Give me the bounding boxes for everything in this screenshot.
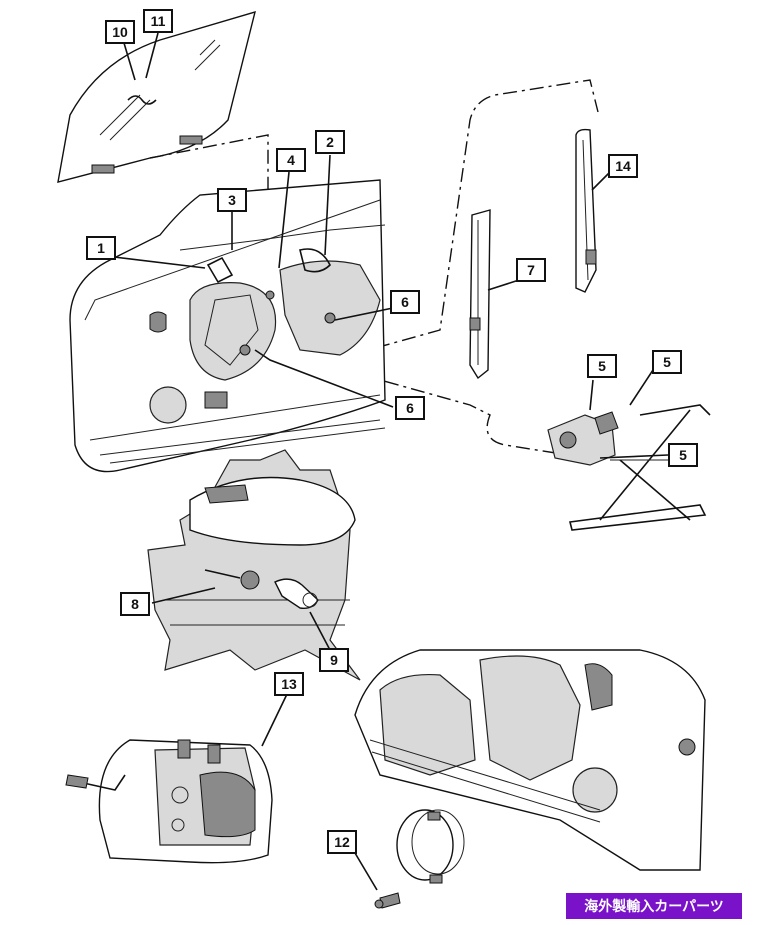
weatherstrip <box>575 128 597 293</box>
callout-1: 1 <box>86 236 116 260</box>
regulator-guide-line <box>349 79 599 356</box>
cable-guide-line <box>254 344 601 461</box>
callout-14: 14 <box>608 154 638 178</box>
callout-6-lower: 6 <box>395 396 425 420</box>
door-lower-right <box>354 649 706 909</box>
callout-2: 2 <box>315 130 345 154</box>
seller-badge: 海外製輸入カーパーツ <box>566 893 742 919</box>
callout-13: 13 <box>274 672 304 696</box>
glass-guide-line <box>149 134 269 215</box>
callout-11: 11 <box>143 9 173 33</box>
door-inner-panel <box>69 179 386 473</box>
window-glass <box>57 10 256 183</box>
callout-8: 8 <box>120 592 150 616</box>
callout-7: 7 <box>516 258 546 282</box>
lower-door-section <box>147 449 361 681</box>
leader-lines <box>113 32 669 891</box>
callout-6-upper: 6 <box>390 290 420 314</box>
callout-9: 9 <box>319 648 349 672</box>
glass-run-channel <box>469 209 491 380</box>
callout-5-right: 5 <box>652 350 682 374</box>
callout-3: 3 <box>217 188 247 212</box>
window-regulator <box>547 404 711 531</box>
callout-5-left: 5 <box>587 354 617 378</box>
callout-12: 12 <box>327 830 357 854</box>
callout-10: 10 <box>105 20 135 44</box>
callout-4: 4 <box>276 148 306 172</box>
callout-5-lower: 5 <box>668 443 698 467</box>
handle-assembly <box>65 739 273 864</box>
